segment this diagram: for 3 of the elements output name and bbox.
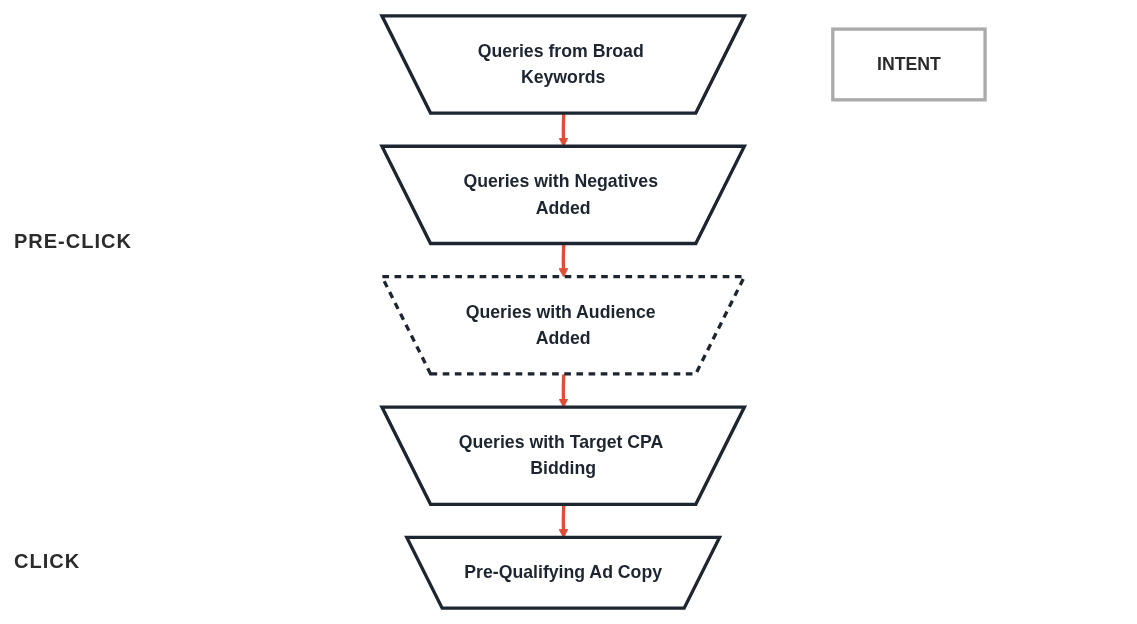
node-box: INTENT <box>831 27 987 102</box>
stage-label: PRE-CLICK <box>14 230 132 253</box>
stage-label: CLICK <box>14 550 81 573</box>
